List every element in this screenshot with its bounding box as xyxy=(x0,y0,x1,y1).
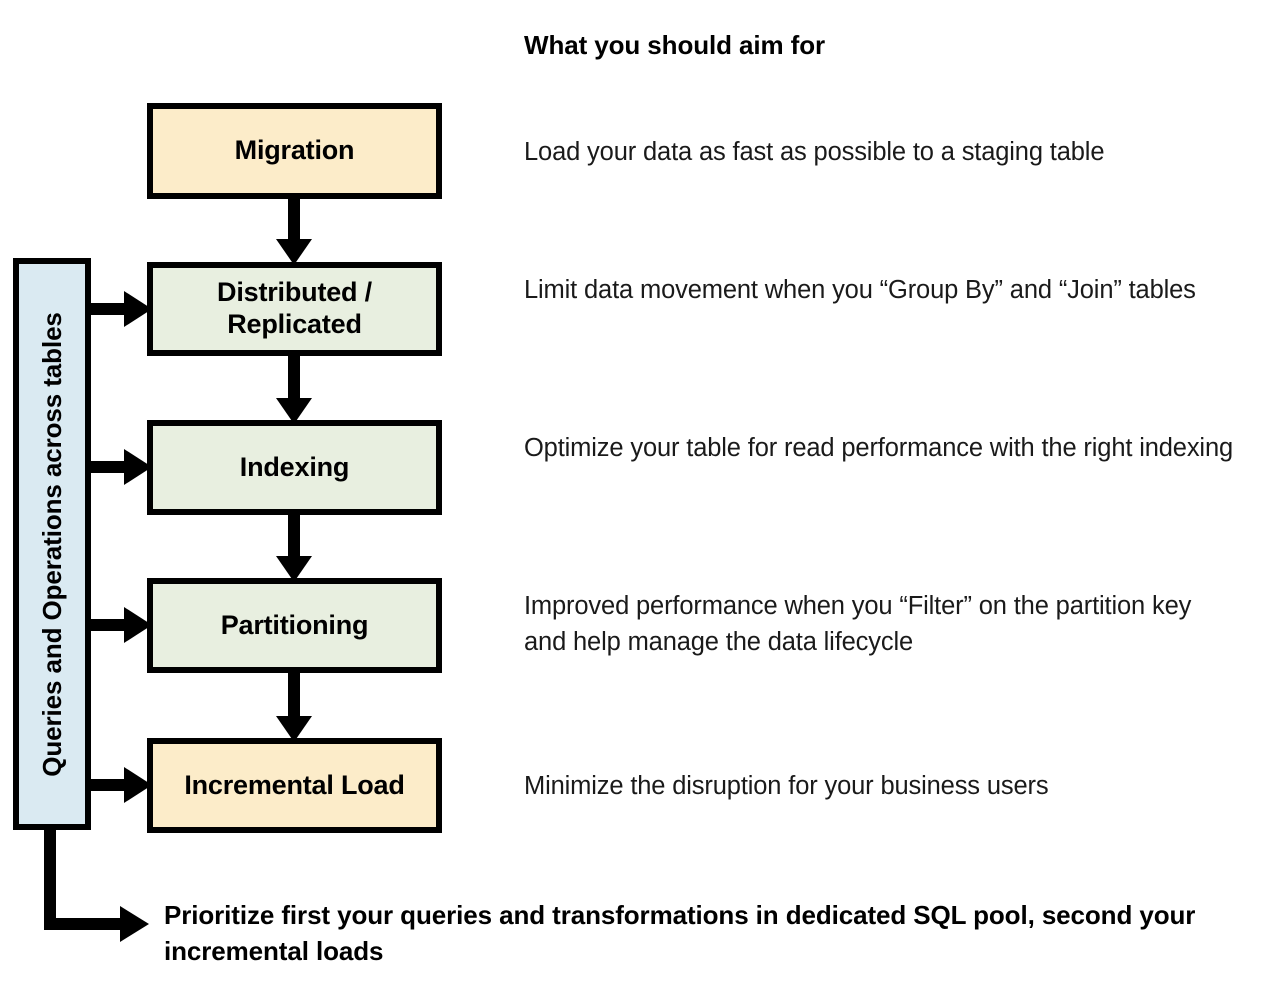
process-box-distributed-replicated[interactable]: Distributed / Replicated xyxy=(147,262,442,356)
arrow-head xyxy=(124,291,152,327)
arrow-shaft xyxy=(88,619,126,631)
arrow-shaft xyxy=(88,461,126,473)
arrow-head xyxy=(124,767,152,803)
arrow-shaft xyxy=(288,354,300,398)
arrow-head xyxy=(276,239,312,265)
process-box-incremental-load-label: Incremental Load xyxy=(184,769,405,800)
arrow-shaft xyxy=(288,513,300,556)
arrow-down-icon xyxy=(276,197,312,265)
process-box-partitioning-label: Partitioning xyxy=(220,609,369,640)
description-indexing: Optimize your table for read performance… xyxy=(524,434,1234,462)
arrow-down-icon xyxy=(276,513,312,582)
page-title: What you should aim for xyxy=(524,30,826,60)
arrow-shaft xyxy=(88,303,126,315)
process-box-indexing-label: Indexing xyxy=(239,451,350,482)
arrow-down-icon xyxy=(276,354,312,424)
arrow-head xyxy=(124,449,152,485)
arrow-elbow-down-right-icon xyxy=(44,828,159,942)
description-partitioning: Improved performance when you “Filter” o… xyxy=(524,592,1192,657)
description-distributed-replicated: Limit data movement when you “Group By” … xyxy=(524,276,1196,304)
arrow-right-icon xyxy=(88,767,152,803)
arrow-shaft xyxy=(88,779,126,791)
process-box-migration[interactable]: Migration xyxy=(147,103,442,199)
process-box-partitioning[interactable]: Partitioning xyxy=(147,578,442,673)
arrow-right-icon xyxy=(88,449,152,485)
process-box-indexing[interactable]: Indexing xyxy=(147,420,442,515)
arrow-vertical-segment xyxy=(44,828,56,930)
arrow-head xyxy=(276,556,312,582)
conclusion-text: Prioritize first your queries and transf… xyxy=(164,900,1196,967)
process-box-migration-label: Migration xyxy=(234,135,355,166)
arrow-shaft xyxy=(288,671,300,716)
arrow-shaft xyxy=(288,197,300,239)
arrow-head xyxy=(276,398,312,424)
arrow-head xyxy=(120,906,149,942)
process-box-incremental-load[interactable]: Incremental Load xyxy=(147,738,442,833)
arrow-head xyxy=(124,607,152,643)
arrow-right-icon xyxy=(88,607,152,643)
side-bar-label: Queries and Operations across tables xyxy=(36,311,67,777)
arrow-down-icon xyxy=(276,671,312,742)
queries-operations-side-bar: Queries and Operations across tables xyxy=(13,258,91,830)
arrow-head xyxy=(276,716,312,742)
description-incremental-load: Minimize the disruption for your busines… xyxy=(524,772,1049,800)
process-box-distributed-replicated-label: Distributed / Replicated xyxy=(217,277,372,339)
arrow-right-icon xyxy=(88,291,152,327)
description-migration: Load your data as fast as possible to a … xyxy=(524,138,1105,166)
arrow-horizontal-segment xyxy=(44,918,122,930)
